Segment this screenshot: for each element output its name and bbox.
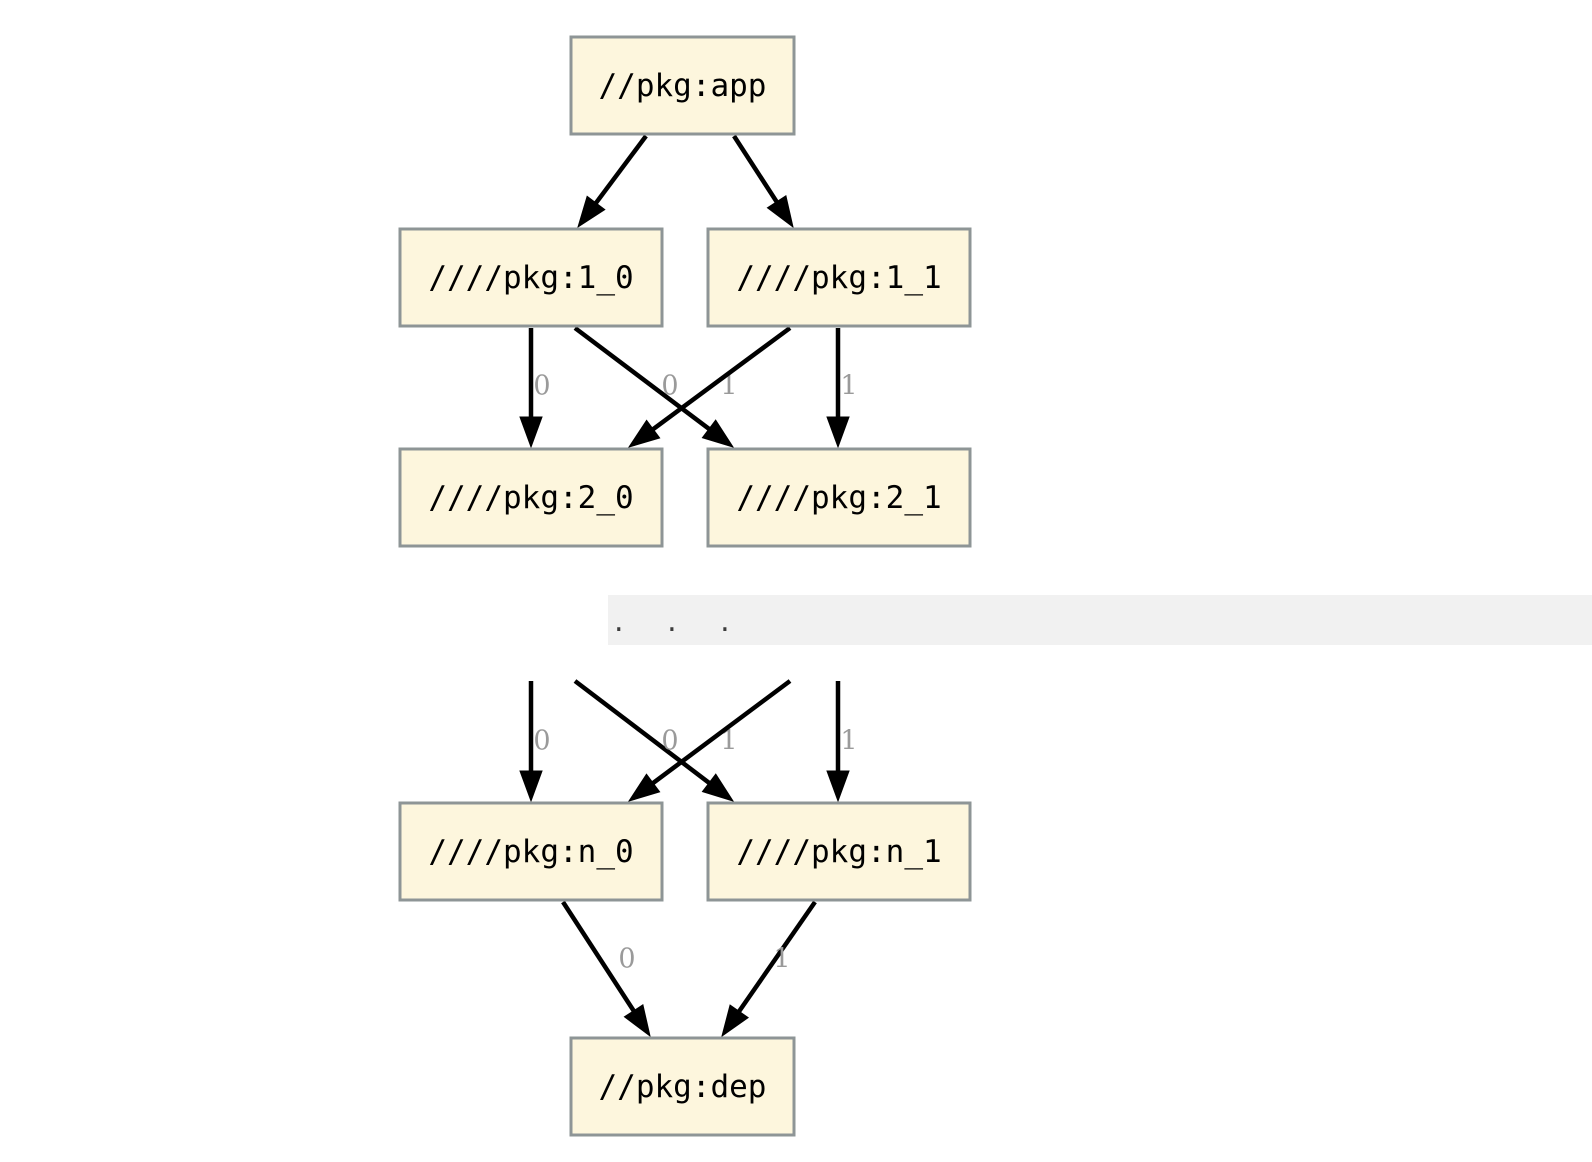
node-box[interactable] <box>398 801 664 902</box>
edge-label: 0 <box>661 726 678 757</box>
edge-label: 1 <box>773 944 790 975</box>
ellipsis-dots: . . . <box>614 604 747 639</box>
edge-label: 1 <box>840 371 857 402</box>
graph-edge: 1 <box>826 328 858 449</box>
graph-node-l2_0[interactable]: ////pkg:2_0 <box>398 447 664 548</box>
edge-arrowhead-icon <box>623 1004 651 1038</box>
node-box[interactable] <box>706 447 972 548</box>
edge-arrowhead-icon <box>721 1004 750 1038</box>
edge-label: 0 <box>533 371 550 402</box>
graph-node-l1_0[interactable]: ////pkg:1_0 <box>398 227 664 328</box>
edge-arrowhead-icon <box>577 195 606 229</box>
edge-arrowhead-icon <box>627 419 661 448</box>
node-label: ////pkg:n_1 <box>736 834 941 870</box>
node-label: //pkg:dep <box>599 1069 767 1105</box>
node-box[interactable] <box>706 227 972 328</box>
graph-node-l1_1[interactable]: ////pkg:1_1 <box>706 227 972 328</box>
node-label: //pkg:app <box>599 68 767 104</box>
edge-label: 0 <box>661 371 678 402</box>
graph-node-ln_0[interactable]: ////pkg:n_0 <box>398 801 664 902</box>
graph-edge: 0 <box>519 681 551 803</box>
graph-edge <box>577 134 648 229</box>
graph-node-ln_1[interactable]: ////pkg:n_1 <box>706 801 972 902</box>
node-box[interactable] <box>569 35 796 136</box>
edge-line <box>573 679 714 788</box>
edge-line <box>591 134 648 208</box>
edge-line <box>648 679 792 788</box>
graph-edge: 0 <box>519 328 551 449</box>
node-label: ////pkg:2_0 <box>428 480 633 516</box>
node-box[interactable] <box>398 227 664 328</box>
edge-arrowhead-icon <box>826 416 850 449</box>
edge-label: 0 <box>533 726 550 757</box>
graph-node-dep[interactable]: //pkg:dep <box>569 1036 796 1137</box>
edge-arrowhead-icon <box>519 770 543 803</box>
graph-edge <box>732 134 794 229</box>
node-box[interactable] <box>569 1036 796 1137</box>
graph-edge: 0 <box>627 326 792 448</box>
edge-label: 1 <box>840 726 857 757</box>
node-box[interactable] <box>706 801 972 902</box>
edge-arrowhead-icon <box>519 416 543 449</box>
edge-arrowhead-icon <box>766 195 794 229</box>
edge-line <box>561 900 638 1016</box>
graph-edge: 0 <box>627 679 792 802</box>
edge-label: 1 <box>720 726 737 757</box>
edge-arrowhead-icon <box>701 773 735 802</box>
edge-label: 0 <box>618 944 635 975</box>
node-label: ////pkg:n_0 <box>428 834 633 870</box>
edge-arrowhead-icon <box>701 419 735 448</box>
node-box[interactable] <box>398 447 664 548</box>
graph-edge: 1 <box>826 681 858 803</box>
edge-line <box>648 326 792 434</box>
graph-edge: 1 <box>721 900 817 1038</box>
nodes-layer: //pkg:app ////pkg:1_0 ////pkg:1_1 ////pkg:2… <box>398 35 972 1137</box>
node-label: ////pkg:1_0 <box>428 260 633 296</box>
graph-node-l2_1[interactable]: ////pkg:2_1 <box>706 447 972 548</box>
graph-edge: 0 <box>561 900 651 1038</box>
edge-line <box>573 326 714 434</box>
graph-node-app[interactable]: //pkg:app <box>569 35 796 136</box>
ellipsis-separator-band <box>608 595 1592 645</box>
node-label: ////pkg:2_1 <box>736 480 941 516</box>
edge-arrowhead-icon <box>826 770 850 803</box>
edge-line <box>732 134 781 207</box>
edge-arrowhead-icon <box>627 773 661 802</box>
graph-edge: 1 <box>573 679 738 802</box>
node-label: ////pkg:1_1 <box>736 260 941 296</box>
edge-line <box>734 900 817 1016</box>
